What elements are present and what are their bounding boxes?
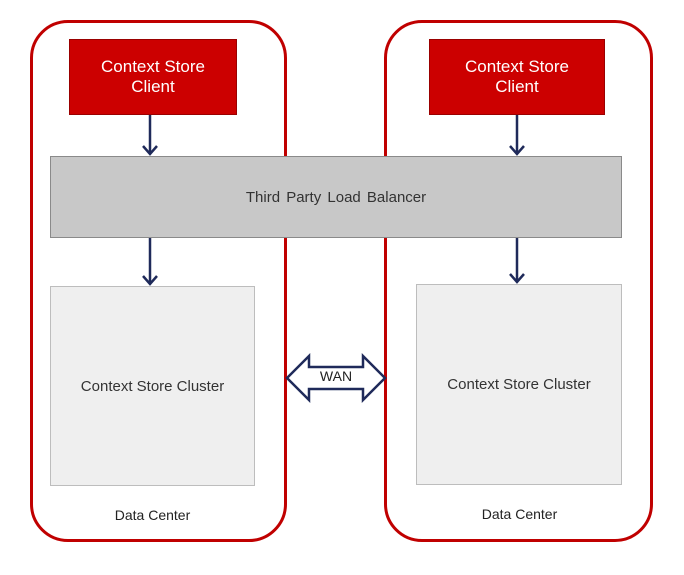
wan-label: WAN — [319, 368, 353, 384]
load-balancer: Third Party Load Balancer — [50, 156, 622, 238]
cluster-label: Context Store Cluster — [447, 376, 591, 393]
context-store-cluster-left: Context Store Cluster — [50, 286, 255, 486]
cluster-label: Context Store Cluster — [80, 377, 225, 395]
client-label-line1: Context Store — [101, 57, 205, 76]
data-center-label-right: Data Center — [481, 506, 558, 522]
context-store-client-left: Context Store Client — [69, 39, 237, 115]
client-label-line2: Client — [495, 77, 539, 96]
load-balancer-label: Third Party Load Balancer — [245, 188, 427, 206]
context-store-client-right: Context Store Client — [429, 39, 605, 115]
client-label-line2: Client — [131, 77, 175, 96]
data-center-label-left: Data Center — [114, 507, 191, 523]
client-label-line1: Context Store — [465, 57, 569, 76]
context-store-cluster-right: Context Store Cluster — [416, 284, 622, 485]
